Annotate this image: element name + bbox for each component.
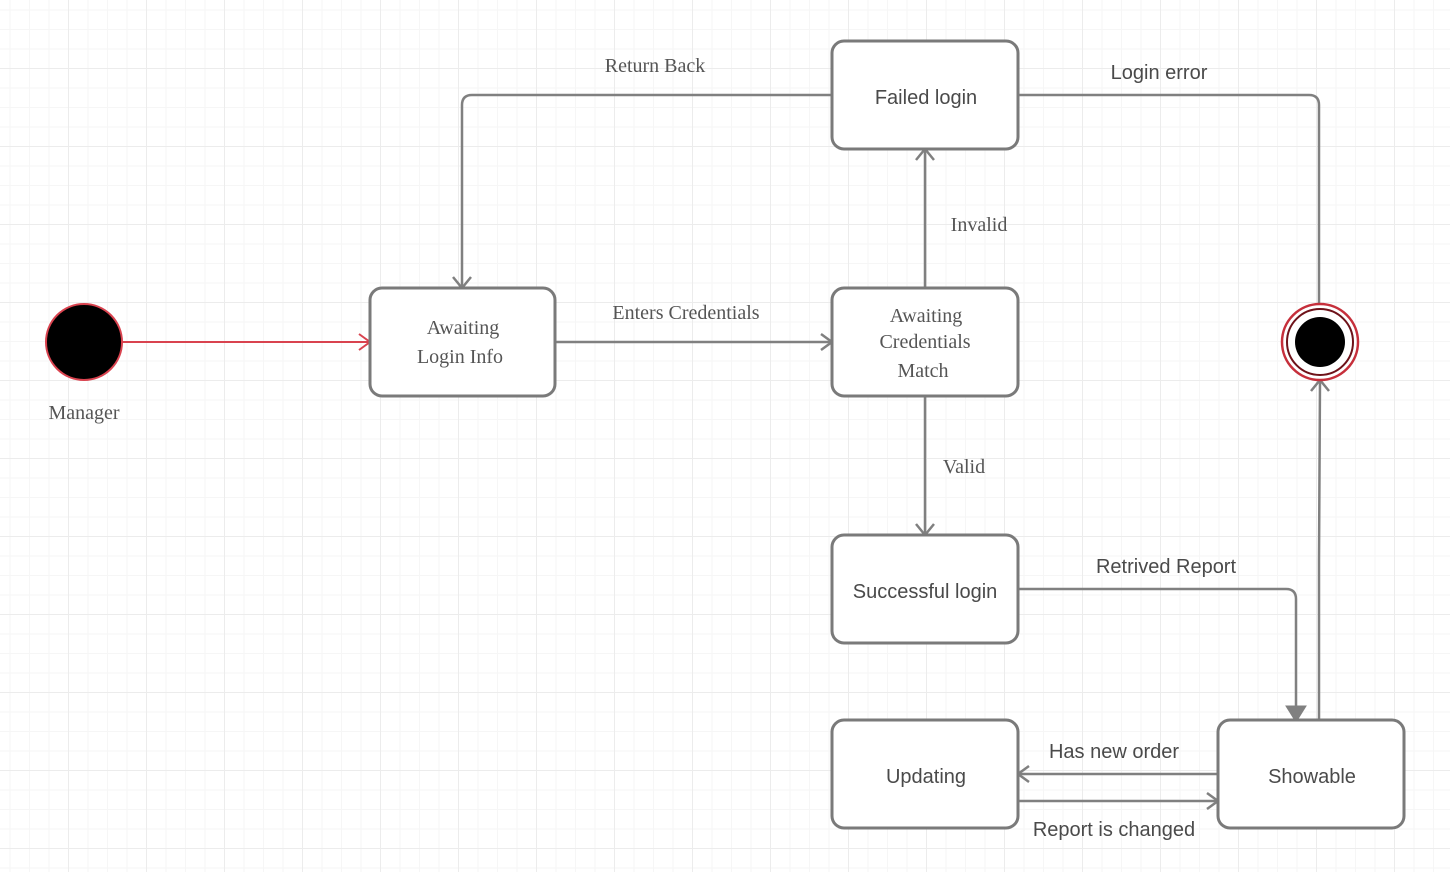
has-new-order-label: Has new order — [1049, 741, 1179, 763]
final-node[interactable] — [1280, 302, 1360, 382]
valid-label: Valid — [943, 456, 985, 478]
state-awaiting-credentials-match[interactable]: Awaiting Credentials Match — [830, 286, 1020, 398]
retrived-report-label: Retrived Report — [1096, 556, 1237, 578]
state-awaiting-credentials-match-line3: Match — [897, 360, 948, 382]
edges — [122, 93, 1330, 811]
state-awaiting-login-info[interactable]: Awaiting Login Info — [368, 286, 557, 398]
report-is-changed-label: Report is changed — [1033, 819, 1195, 841]
initial-node[interactable] — [45, 303, 123, 381]
state-awaiting-login-info-line1: Awaiting — [427, 317, 500, 339]
login-error-label: Login error — [1111, 62, 1208, 84]
state-showable-label: Showable — [1268, 766, 1356, 788]
state-awaiting-credentials-match-line2: Credentials — [879, 331, 970, 353]
actor-label: Manager — [48, 402, 119, 424]
retrived-report-arrowhead — [1285, 705, 1307, 723]
state-successful-login-label: Successful login — [853, 581, 998, 603]
state-awaiting-credentials-match-line1: Awaiting — [890, 305, 963, 327]
enters-credentials-label: Enters Credentials — [612, 302, 759, 324]
return-back-label: Return Back — [605, 55, 706, 77]
state-updating[interactable]: Updating — [830, 718, 1020, 830]
login-error-edge[interactable] — [1018, 93, 1321, 304]
retrived-report-edge[interactable] — [1018, 587, 1298, 716]
state-showable[interactable]: Showable — [1216, 718, 1406, 830]
state-failed-login-label: Failed login — [875, 87, 977, 109]
state-awaiting-login-info-line2: Login Info — [417, 346, 503, 368]
state-failed-login[interactable]: Failed login — [830, 39, 1020, 151]
return-back-edge[interactable] — [460, 93, 832, 288]
invalid-label: Invalid — [951, 214, 1008, 236]
showable-to-final-edge[interactable] — [1317, 379, 1322, 720]
state-successful-login[interactable]: Successful login — [830, 533, 1020, 645]
state-updating-label: Updating — [886, 766, 966, 788]
